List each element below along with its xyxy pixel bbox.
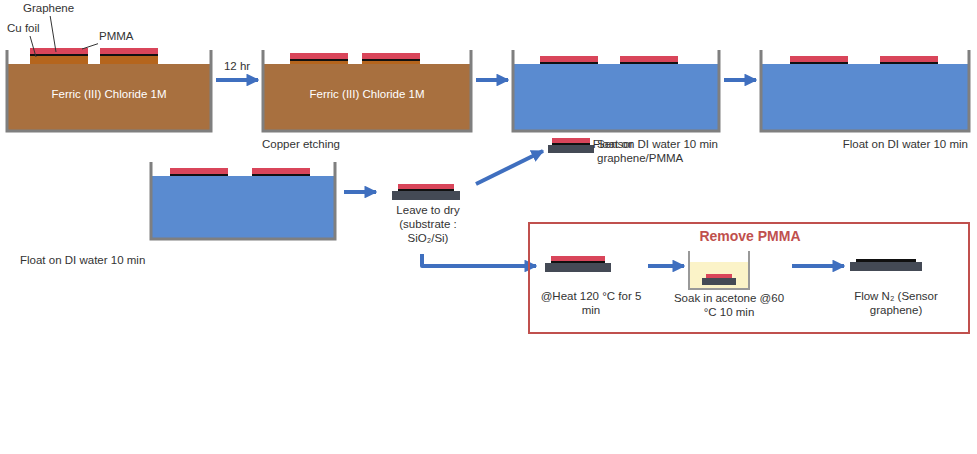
pmma-layer	[706, 274, 732, 278]
step-caption: Sensor graphene/PMMA	[597, 138, 715, 166]
etchant-liquid	[8, 64, 210, 130]
water	[152, 176, 334, 238]
leader-line	[30, 36, 36, 57]
sio2-substrate	[850, 262, 922, 271]
process-step: Ferric (III) Chloride 1M Copper etching	[262, 50, 472, 158]
acetone	[690, 262, 748, 288]
pmma-layer	[880, 56, 938, 62]
pmma-layer	[620, 56, 678, 62]
process-step: Sensor graphene/PMMA	[545, 130, 715, 172]
pmma-layer	[362, 53, 420, 59]
beaker	[689, 251, 749, 289]
step-caption: Copper etching	[262, 138, 382, 152]
step-caption: Float on DI water 10 min	[20, 254, 180, 268]
step-caption: Ferric (III) Chloride 1M	[282, 88, 452, 102]
leader-line	[50, 15, 56, 52]
graphene-layer	[856, 259, 916, 262]
graphene-layer	[362, 59, 420, 61]
pmma-layer	[551, 256, 605, 261]
cu-foil-layer	[290, 61, 348, 64]
process-arrow	[792, 264, 844, 268]
pmma-layer	[540, 56, 598, 62]
graphene-layer	[552, 143, 590, 145]
pmma-layer	[790, 56, 848, 62]
graphene-layer	[540, 62, 598, 64]
process-arrow	[422, 254, 536, 266]
process-step: Float on DI water 10 min	[20, 160, 340, 275]
process-step: Flow N₂ (Sensor graphene)	[828, 252, 964, 324]
step-caption: Float on DI water 10 min	[572, 138, 718, 152]
process-arrow	[476, 151, 543, 184]
graphene-layer	[252, 174, 310, 176]
process-arrow	[476, 78, 508, 82]
bath-wall	[761, 50, 969, 131]
process-step: Soak in acetone @60 °C 10 min	[668, 248, 790, 328]
step-caption: Ferric (III) Chloride 1M	[24, 88, 194, 102]
cu-foil-layer	[30, 56, 88, 64]
process-arrow	[648, 264, 684, 268]
sio2-substrate	[545, 263, 611, 272]
process-arrow	[344, 190, 376, 194]
graphene-layer	[551, 261, 605, 263]
water	[762, 64, 968, 130]
cu-foil-layer	[100, 56, 158, 64]
sio2-substrate	[702, 278, 736, 285]
etchant-liquid	[264, 64, 470, 130]
pmma-layer	[100, 48, 158, 54]
graphene-layer	[100, 54, 158, 56]
group-title: Remove PMMA	[650, 228, 850, 245]
graphene-layer	[170, 174, 228, 176]
process-step: Ferric (III) Chloride 1M	[6, 50, 212, 132]
graphene-layer	[30, 54, 88, 56]
pmma-layer	[30, 48, 88, 54]
graphene-layer	[620, 62, 678, 64]
pmma-layer	[552, 138, 590, 143]
process-group: Remove PMMA @Heat 120 °C for 5 min Soak in…	[528, 222, 970, 334]
graphene-layer	[790, 62, 848, 64]
bath-wall	[151, 162, 335, 239]
pmma-layer	[290, 53, 348, 59]
process-step: Float on DI water 10 min	[760, 50, 970, 158]
step-caption: Flow N₂ (Sensor graphene)	[828, 290, 964, 318]
water	[514, 64, 718, 130]
graphene-layer	[880, 62, 938, 64]
part-label: PMMA	[98, 30, 135, 44]
sio2-substrate	[392, 191, 460, 200]
step-caption: @Heat 120 °C for 5 min	[536, 290, 646, 318]
cu-foil-layer	[362, 61, 420, 64]
step-caption: Float on DI water 10 min	[822, 138, 968, 152]
bath-wall	[7, 50, 211, 131]
sio2-substrate	[548, 145, 594, 153]
process-arrow	[724, 78, 756, 82]
step-caption: Leave to dry (substrate : SiO₂/Si)	[378, 204, 478, 245]
graphene-layer	[398, 189, 454, 191]
edge-label: 12 hr	[222, 60, 252, 74]
graphene-layer	[290, 59, 348, 61]
pmma-layer	[398, 184, 454, 189]
process-arrow	[216, 78, 258, 82]
pmma-layer	[252, 168, 310, 174]
part-label: Graphene	[22, 2, 75, 16]
leader-line	[82, 43, 100, 49]
bath-wall	[513, 50, 719, 131]
process-step: @Heat 120 °C for 5 min	[536, 252, 646, 324]
process-step: Leave to dry (substrate : SiO₂/Si)	[378, 180, 478, 252]
part-label: Cu foil	[6, 22, 41, 36]
bath-wall	[263, 50, 471, 131]
pmma-layer	[170, 168, 228, 174]
step-caption: Soak in acetone @60 °C 10 min	[668, 292, 790, 320]
